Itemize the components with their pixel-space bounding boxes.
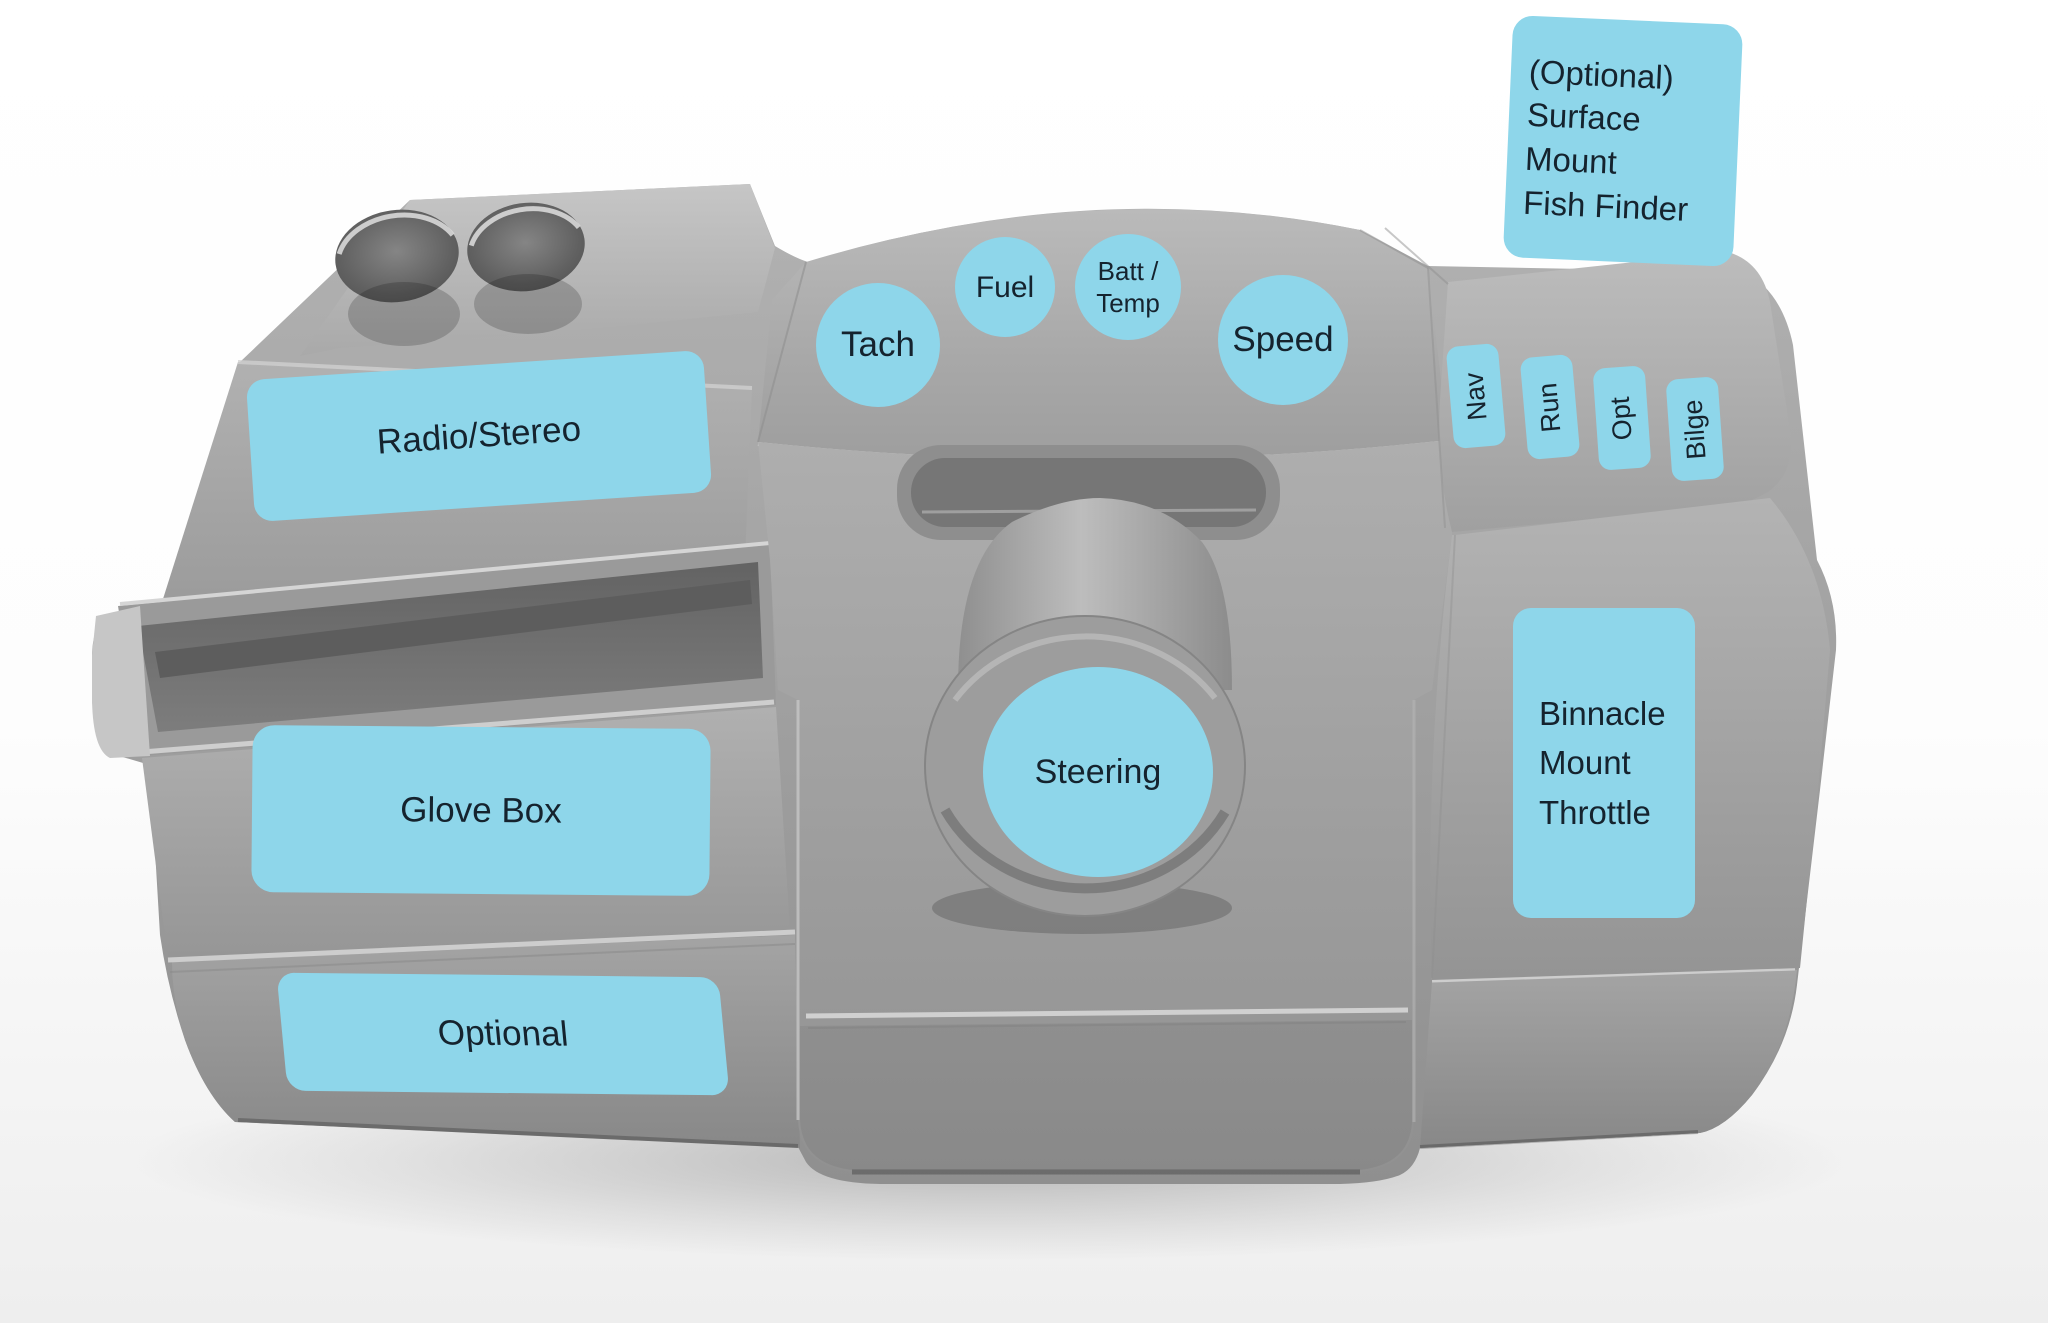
label-optional-text: Optional: [435, 1013, 571, 1054]
seam-center: [805, 1007, 1409, 1019]
indicator-bilge: Bilge: [1665, 376, 1725, 482]
gauge-fuel: Fuel: [955, 237, 1055, 337]
label-glove-box: Glove Box: [251, 725, 711, 896]
gauge-tach: Tach: [816, 283, 940, 407]
gauge-speed-text: Speed: [1232, 320, 1334, 360]
indicator-nav-text: Nav: [1458, 370, 1493, 422]
indicator-opt: Opt: [1592, 365, 1652, 471]
indicator-run-text: Run: [1532, 381, 1567, 434]
cup-holder-right: [467, 202, 585, 292]
label-fish-finder-text: (Optional) Surface Mount Fish Finder: [1522, 52, 1689, 228]
bottom-band-right: [1420, 970, 1797, 1148]
label-radio-stereo-text: Radio/Stereo: [375, 409, 583, 462]
label-steering: Steering: [983, 667, 1213, 877]
indicator-opt-text: Opt: [1605, 395, 1638, 441]
gauge-batt-temp-text: Batt / Temp: [1096, 255, 1160, 319]
gauge-tach-text: Tach: [841, 325, 915, 365]
cup-shadow-right: [474, 274, 582, 334]
label-binnacle-throttle: Binnacle Mount Throttle: [1513, 608, 1695, 918]
label-steering-text: Steering: [1034, 752, 1162, 791]
indicator-bilge-text: Bilge: [1677, 398, 1712, 461]
cup-shadow-left: [348, 282, 460, 346]
indicator-nav: Nav: [1445, 342, 1507, 450]
gauge-speed: Speed: [1218, 275, 1348, 405]
label-binnacle-throttle-text: Binnacle Mount Throttle: [1539, 694, 1666, 831]
seam-left: [167, 929, 796, 963]
gauge-fuel-text: Fuel: [975, 270, 1035, 304]
label-radio-stereo: Radio/Stereo: [245, 349, 713, 523]
cup-holder-left: [335, 209, 459, 303]
gauge-batt-temp: Batt / Temp: [1075, 234, 1181, 340]
label-fish-finder: (Optional) Surface Mount Fish Finder: [1502, 15, 1744, 267]
label-glove-box-text: Glove Box: [400, 790, 562, 831]
indicator-run: Run: [1519, 353, 1581, 461]
storage-tray: [92, 541, 776, 758]
label-optional: Optional: [276, 972, 730, 1096]
